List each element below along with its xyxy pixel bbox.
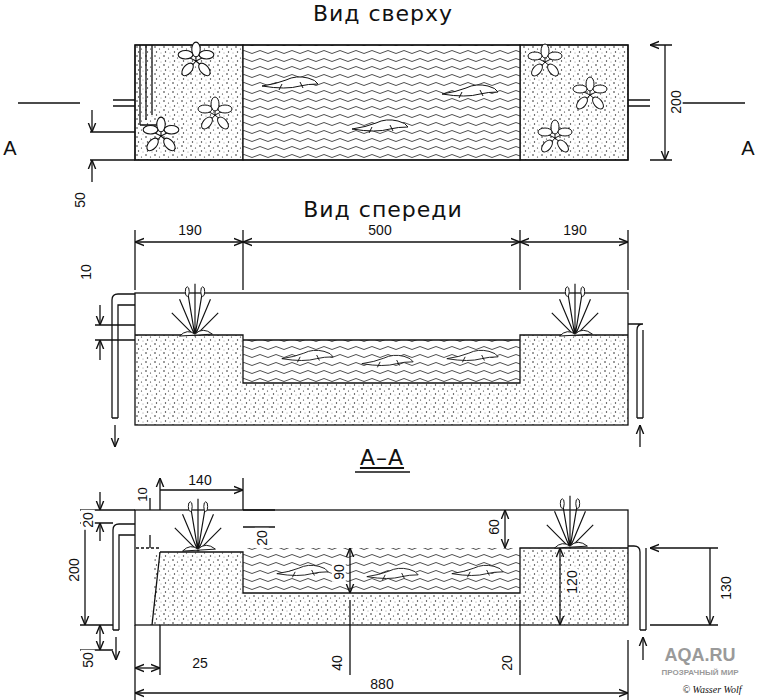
dimension: 25 (190, 656, 210, 670)
dimension: 20 (500, 653, 514, 673)
dimension: 500 (366, 223, 393, 237)
dimension: 120 (565, 568, 579, 595)
watermark: ПРОЗРАЧНЫЙ МИР (660, 669, 741, 677)
dimension: 10 (136, 485, 149, 503)
dimension: 200 (669, 88, 683, 115)
view-title: Вид спереди (301, 199, 465, 221)
dimension: 190 (561, 223, 588, 237)
dimension: 60 (487, 517, 501, 537)
dimension: 140 (186, 473, 213, 487)
dimension: 20 (255, 528, 269, 548)
dimension: 190 (176, 223, 203, 237)
dimension: 50 (81, 650, 95, 670)
dimension: 90 (332, 562, 346, 582)
dimension: 50 (73, 190, 87, 210)
dimension: 880 (368, 677, 395, 691)
section-title: А–А (358, 447, 406, 469)
copyright: © Wasser Wolf (680, 685, 743, 695)
dimension: 130 (719, 574, 733, 601)
section-letter: A (739, 138, 756, 158)
dimension: 40 (330, 653, 344, 673)
dimension: 200 (67, 556, 81, 583)
dimension: 20 (81, 510, 95, 530)
watermark: AQA.RU (663, 646, 738, 664)
view-title: Вид сверху (311, 3, 455, 25)
dimension: 10 (79, 262, 93, 282)
section-letter: A (1, 138, 18, 158)
